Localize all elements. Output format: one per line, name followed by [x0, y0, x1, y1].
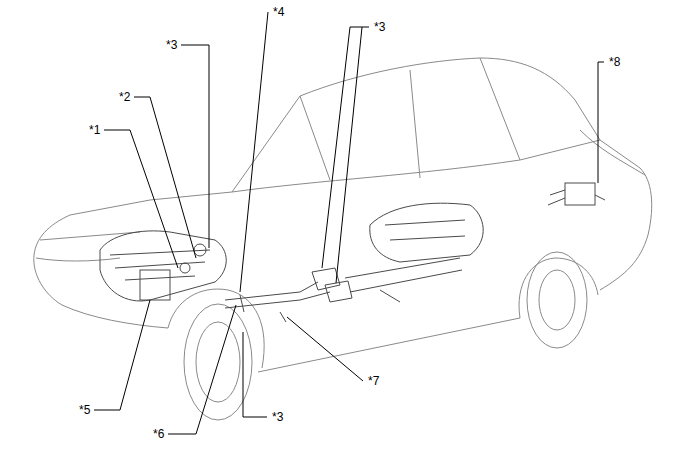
- callout-number: *3: [271, 410, 284, 424]
- callout-number: *6: [152, 427, 165, 441]
- callout-number: *4: [272, 5, 285, 19]
- engine-and-exhaust: [100, 183, 605, 322]
- callout-number: *2: [118, 90, 131, 104]
- callout-number: *7: [367, 374, 380, 388]
- callout-number: *3: [165, 38, 178, 52]
- callout-number: *1: [88, 123, 101, 137]
- callout-number: *3: [373, 20, 386, 34]
- car-body: [34, 58, 652, 420]
- leader-lines: [94, 12, 604, 434]
- callout-number: *5: [78, 403, 91, 417]
- callout-number: *8: [608, 55, 621, 69]
